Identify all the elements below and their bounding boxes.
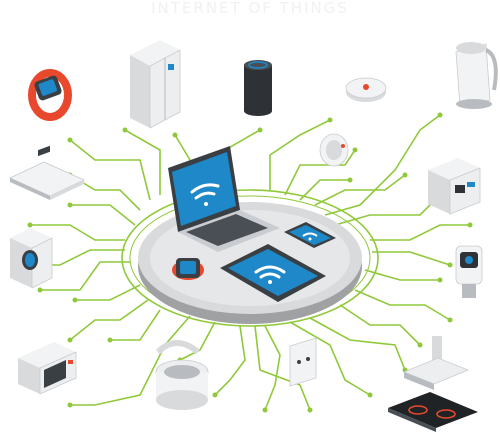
circuit-nodes bbox=[27, 112, 473, 413]
coffee-machine-icon bbox=[428, 158, 481, 215]
tablet-icon bbox=[220, 244, 326, 302]
laptop-icon bbox=[168, 146, 280, 252]
socket-icon bbox=[289, 337, 317, 387]
range-hood-icon bbox=[402, 336, 470, 390]
multicooker-icon bbox=[155, 340, 209, 410]
thermostat-icon bbox=[319, 133, 349, 167]
circuit-network bbox=[30, 114, 470, 411]
cooktop-icon bbox=[388, 392, 478, 432]
smartwatch-icon bbox=[28, 69, 72, 121]
wifi-icon bbox=[190, 183, 220, 206]
microwave-icon bbox=[18, 342, 77, 395]
smart-speaker-icon bbox=[244, 60, 272, 116]
page-title: INTERNET OF THINGS bbox=[151, 0, 349, 17]
smartphone-icon bbox=[284, 222, 336, 248]
smoke-detector-icon bbox=[345, 77, 387, 102]
smartwatch-platform-icon bbox=[172, 258, 204, 280]
camera-icon bbox=[455, 245, 483, 298]
washing-machine-icon bbox=[10, 228, 53, 289]
kettle-icon bbox=[455, 42, 498, 109]
scale-icon bbox=[9, 145, 85, 200]
wifi-icon bbox=[254, 265, 286, 284]
refrigerator-icon bbox=[130, 40, 181, 129]
